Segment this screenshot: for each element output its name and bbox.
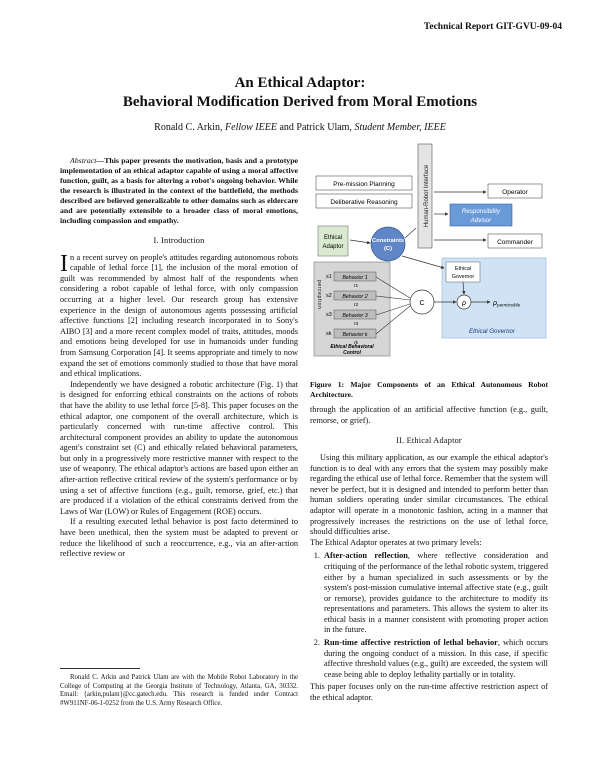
behavior-2-label: Behavior 2 xyxy=(342,294,367,300)
operator-label: Operator xyxy=(502,189,528,196)
r1-label: r1 xyxy=(354,283,359,289)
premission-label: Pre-mission Planning xyxy=(333,181,395,188)
footnote: Ronald C. Arkin and Patrick Ulam are wit… xyxy=(60,674,298,707)
author-2: and Patrick Ulam, xyxy=(276,122,355,133)
constraints-label-2: (C) xyxy=(384,246,392,252)
commander-label: Commander xyxy=(497,239,534,246)
deliberative-box xyxy=(315,193,413,209)
abstract-label: Abstract xyxy=(70,156,97,165)
adaptor-paragraph-2: The Ethical Adaptor operates at two prim… xyxy=(310,537,482,547)
author-1: Ronald C. Arkin, xyxy=(154,122,226,133)
architecture-diagram: Human-Robot Interface Pre-mission Planni… xyxy=(313,143,547,357)
section-2-heading: II. Ethical Adaptor xyxy=(396,436,462,446)
behavior-3-box xyxy=(333,309,377,320)
adaptor-paragraph-1: Using this military application, as our … xyxy=(310,452,548,537)
ebc-label-2: Control xyxy=(343,350,361,356)
levels-list: After-action reflection, where reflectiv… xyxy=(310,551,548,680)
list-item: Run-time affective restriction of lethal… xyxy=(322,638,548,680)
rk-label: rk xyxy=(354,340,359,346)
behavior-1-label: Behavior 1 xyxy=(342,275,367,281)
author-2-role: Student Member, IEEE xyxy=(354,122,446,133)
behavior-1-box xyxy=(333,271,377,282)
ethical-adaptor-box xyxy=(317,225,349,257)
ethical-adaptor-label-1: Ethical xyxy=(324,235,342,241)
figure-1: Human-Robot Interface Pre-mission Planni… xyxy=(310,140,548,376)
intro-p1-text: n a recent survey on people's attitudes … xyxy=(60,252,298,379)
title-line-2: Behavioral Modification Derived from Mor… xyxy=(122,94,478,110)
paper-title: An Ethical Adaptor: Behavioral Modificat… xyxy=(0,74,600,112)
rho-label: ρ xyxy=(461,300,466,307)
adaptor-paragraph-3: This paper focuses only on the run-time … xyxy=(310,682,548,703)
rho-permissible-label: ρpermissible xyxy=(492,300,521,308)
s2-label: s2 xyxy=(326,293,332,299)
drop-cap: I xyxy=(60,250,68,277)
intro-paragraph-3: If a resulting executed lethal behavior … xyxy=(60,517,298,559)
responsibility-label-1: Responsibility xyxy=(462,208,501,215)
author-1-role: Fellow IEEE xyxy=(225,122,277,133)
perception-label: perception xyxy=(316,280,322,309)
behavior-3-label: Behavior 3 xyxy=(342,313,367,319)
right-column: Human-Robot Interface Pre-mission Planni… xyxy=(310,140,548,704)
ethical-governor-region-label: Ethical Governor xyxy=(469,328,516,335)
title-line-1: An Ethical Adaptor: xyxy=(234,75,366,91)
abstract: Abstract—This paper presents the motivat… xyxy=(60,156,298,226)
c-node-label: C xyxy=(419,300,424,307)
list-item: After-action reflection, where reflectiv… xyxy=(322,551,548,636)
behavior-k-label: Behavior k xyxy=(342,332,367,338)
responsibility-advisor-box xyxy=(449,203,513,227)
hri-bar xyxy=(417,143,433,249)
hri-label: Human-Robot Interface xyxy=(424,164,430,227)
ethical-adaptor-label-2: Adaptor xyxy=(322,244,343,250)
figure-caption: Figure 1: Major Components of an Ethical… xyxy=(310,380,548,399)
section-1-heading: I. Introduction xyxy=(153,236,205,245)
behavior-k-box xyxy=(333,328,377,339)
behavior-2-box xyxy=(333,290,377,301)
r3-label: r3 xyxy=(354,321,359,327)
item-2-heading: Run-time affective restriction of lethal… xyxy=(324,638,498,648)
ebc-label-1: Ethical Behavioral xyxy=(330,344,374,350)
deliberative-label: Deliberative Reasoning xyxy=(330,199,398,206)
left-column: Abstract—This paper presents the motivat… xyxy=(60,156,298,560)
responsibility-label-2: Advisor xyxy=(470,217,493,224)
commander-box xyxy=(487,233,543,249)
s3-label: s3 xyxy=(326,312,332,318)
premission-box xyxy=(315,175,413,191)
authors: Ronald C. Arkin, Fellow IEEE and Patrick… xyxy=(0,122,600,133)
item-1-heading: After-action reflection xyxy=(324,551,408,561)
s1-label: s1 xyxy=(326,274,332,280)
ethical-governor-label-1: Ethical xyxy=(455,266,471,272)
abstract-text: —This paper presents the motivation, bas… xyxy=(60,156,298,225)
operator-box xyxy=(487,183,543,199)
item-2-text: , which occurs during the ongoing conduc… xyxy=(324,638,548,679)
intro-paragraph-2: Independently we have designed a robotic… xyxy=(60,379,298,516)
constraints-node xyxy=(370,226,406,262)
continued-paragraph: through the application of an artificial… xyxy=(310,405,548,425)
constraints-label-1: Constraints xyxy=(372,238,404,244)
item-1-text: , where reflective consideration and cri… xyxy=(324,551,548,635)
footnote-rule xyxy=(60,668,140,669)
ethical-governor-label-2: Governor xyxy=(452,274,475,280)
sk-label: sk xyxy=(326,331,332,337)
report-id: Technical Report GIT-GVU-09-04 xyxy=(423,22,562,32)
r2-label: r2 xyxy=(354,302,359,308)
